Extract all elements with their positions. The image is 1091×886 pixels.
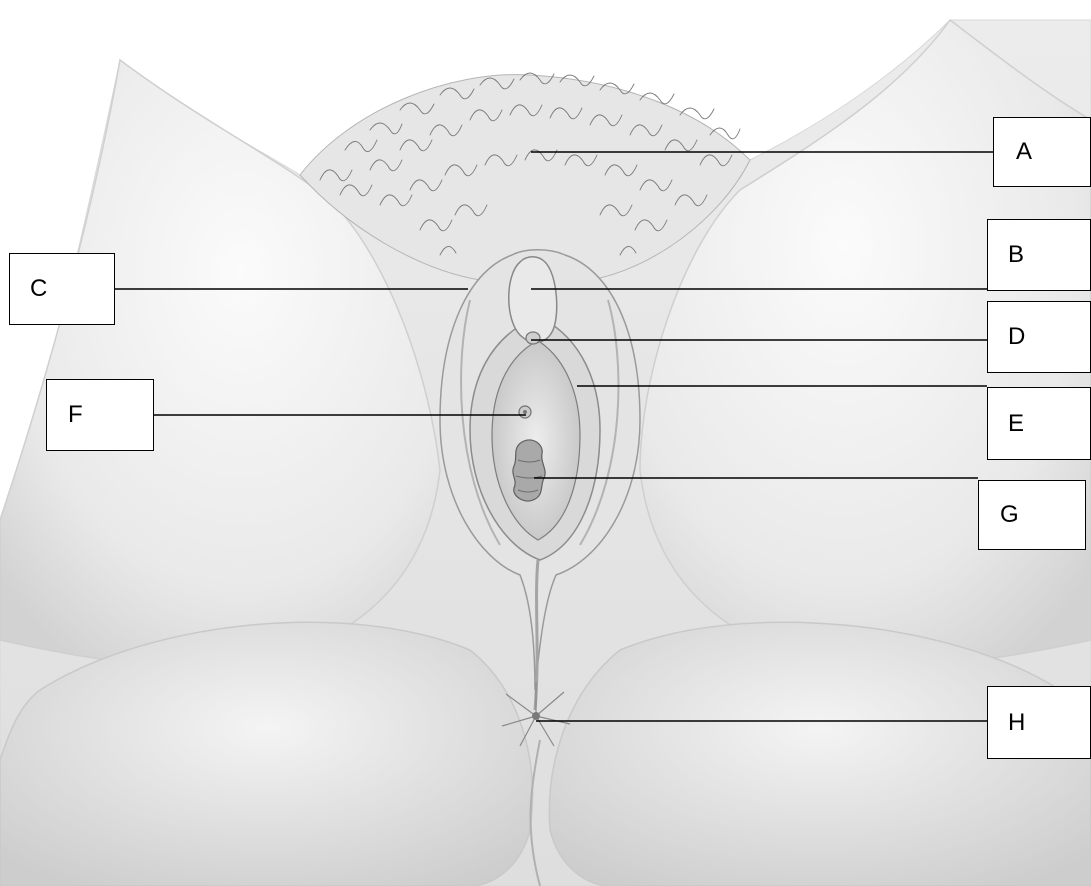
label-c: C (30, 277, 47, 301)
clitoral-hood (509, 257, 557, 342)
label-box-g: G (978, 480, 1086, 550)
label-box-c: C (9, 253, 115, 325)
urethral-opening-center (523, 410, 527, 414)
label-box-f: F (46, 379, 154, 451)
label-h: H (1008, 711, 1025, 735)
anal-opening (532, 712, 540, 720)
label-box-a: A (993, 117, 1091, 187)
label-b: B (1008, 243, 1024, 267)
label-e: E (1008, 412, 1024, 436)
label-f: F (68, 403, 83, 427)
label-box-d: D (987, 301, 1091, 373)
label-a: A (1016, 140, 1032, 164)
clitoris (526, 332, 540, 344)
label-d: D (1008, 325, 1025, 349)
label-box-e: E (987, 387, 1091, 460)
label-box-b: B (987, 219, 1091, 291)
label-g: G (1000, 503, 1019, 527)
label-box-h: H (987, 686, 1091, 759)
